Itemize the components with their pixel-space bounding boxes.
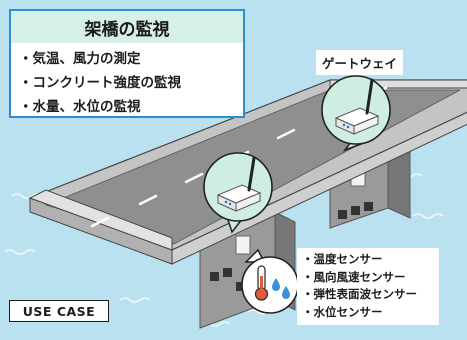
antenna-icon	[365, 78, 374, 115]
sensor-item: ・温度センサー	[302, 252, 383, 266]
summary-item: ・水量、水位の監視	[19, 99, 141, 115]
summary-list: ・気温、風力の測定 ・コンクリート強度の監視 ・水量、水位の監視	[19, 47, 243, 119]
water-drop-icon	[272, 278, 290, 299]
monitoring-summary-box: 架橋の監視 ・気温、風力の測定 ・コンクリート強度の監視 ・水量、水位の監視	[9, 9, 245, 118]
summary-item: ・気温、風力の測定	[19, 51, 141, 67]
sensor-item: ・風向風速センサー	[302, 269, 406, 284]
summary-title: 架橋の監視	[11, 11, 243, 43]
gateway-label: ゲートウェイ	[316, 50, 404, 75]
sensor-item: ・弾性表面波センサー	[302, 287, 417, 301]
thermometer-icon	[254, 265, 269, 301]
use-case-label: USE CASE	[9, 300, 109, 322]
antenna-icon	[247, 156, 256, 192]
summary-item: ・コンクリート強度の監視	[19, 75, 181, 91]
gateway-callout-near	[203, 152, 273, 234]
gateway-callout-far	[321, 75, 391, 152]
sensor-item: ・水位センサー	[302, 304, 383, 319]
sensor-list: ・温度センサー ・風向風速センサー ・弾性表面波センサー ・水位センサー	[297, 248, 439, 325]
sensor-callout	[241, 248, 299, 314]
router-icon	[216, 184, 262, 212]
